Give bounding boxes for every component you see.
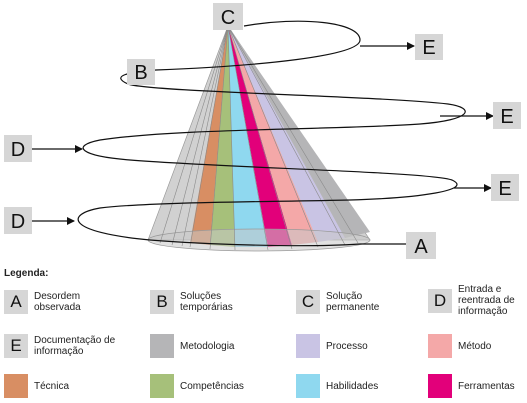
label-E-3: E: [491, 174, 519, 201]
legend-swatch: [428, 374, 452, 398]
legend-item-desordem: A Desordem observada: [4, 290, 116, 314]
label-D-middle: D: [4, 135, 32, 162]
label-E-2: E: [493, 102, 521, 129]
svg-text:E: E: [422, 37, 435, 59]
legend-swatch: [296, 334, 320, 358]
svg-text:E: E: [498, 178, 511, 200]
spiral-path: [32, 20, 494, 247]
spiral-cone-diagram: C B D D A E E E: [4, 3, 521, 259]
legend-swatch: [296, 374, 320, 398]
legend-swatch: B: [150, 290, 174, 314]
legend-item-ferramentas: Ferramentas: [428, 374, 515, 398]
label-B: B: [127, 59, 155, 85]
svg-text:E: E: [500, 106, 513, 128]
legend-swatch: E: [4, 334, 28, 358]
cone-band-metodologia: [228, 26, 370, 238]
label-C: C: [213, 3, 243, 30]
svg-text:C: C: [221, 7, 235, 29]
legend-swatch: C: [296, 290, 320, 314]
legend-item-competencias: Competências: [150, 374, 244, 398]
legend-item-solucoes-temporarias: B Soluções temporárias: [150, 290, 270, 314]
cone-base: [147, 228, 371, 252]
legend-item-metodologia: Metodologia: [150, 334, 234, 358]
legend-swatch: [150, 334, 174, 358]
svg-text:B: B: [134, 62, 147, 84]
legend-item-metodo: Método: [428, 334, 491, 358]
svg-text:D: D: [11, 139, 25, 161]
legend-item-documentacao: E Documentação de informação: [4, 334, 120, 358]
legend-item-solucao-permanente: C Solução permanente: [296, 290, 406, 314]
legend-item-tecnica: Técnica: [4, 374, 69, 398]
legend-title: Legenda:: [4, 268, 49, 279]
legend-swatch: [428, 334, 452, 358]
label-E-1: E: [415, 34, 443, 60]
svg-text:A: A: [414, 236, 428, 258]
cone-band-processo: [228, 26, 345, 242]
label-D-lower: D: [4, 207, 32, 234]
legend-swatch: A: [4, 290, 28, 314]
legend-item-habilidades: Habilidades: [296, 374, 378, 398]
legend-item-processo: Processo: [296, 334, 368, 358]
svg-text:D: D: [11, 211, 25, 233]
cone-band-competencias: [210, 26, 235, 247]
legend-swatch: [150, 374, 174, 398]
legend-item-entrada-informacao: D Entrada e reentrada de informação: [428, 284, 524, 317]
label-A: A: [406, 232, 436, 259]
legend-swatch: [4, 374, 28, 398]
legend-swatch: D: [428, 288, 452, 313]
cone: [147, 25, 371, 252]
